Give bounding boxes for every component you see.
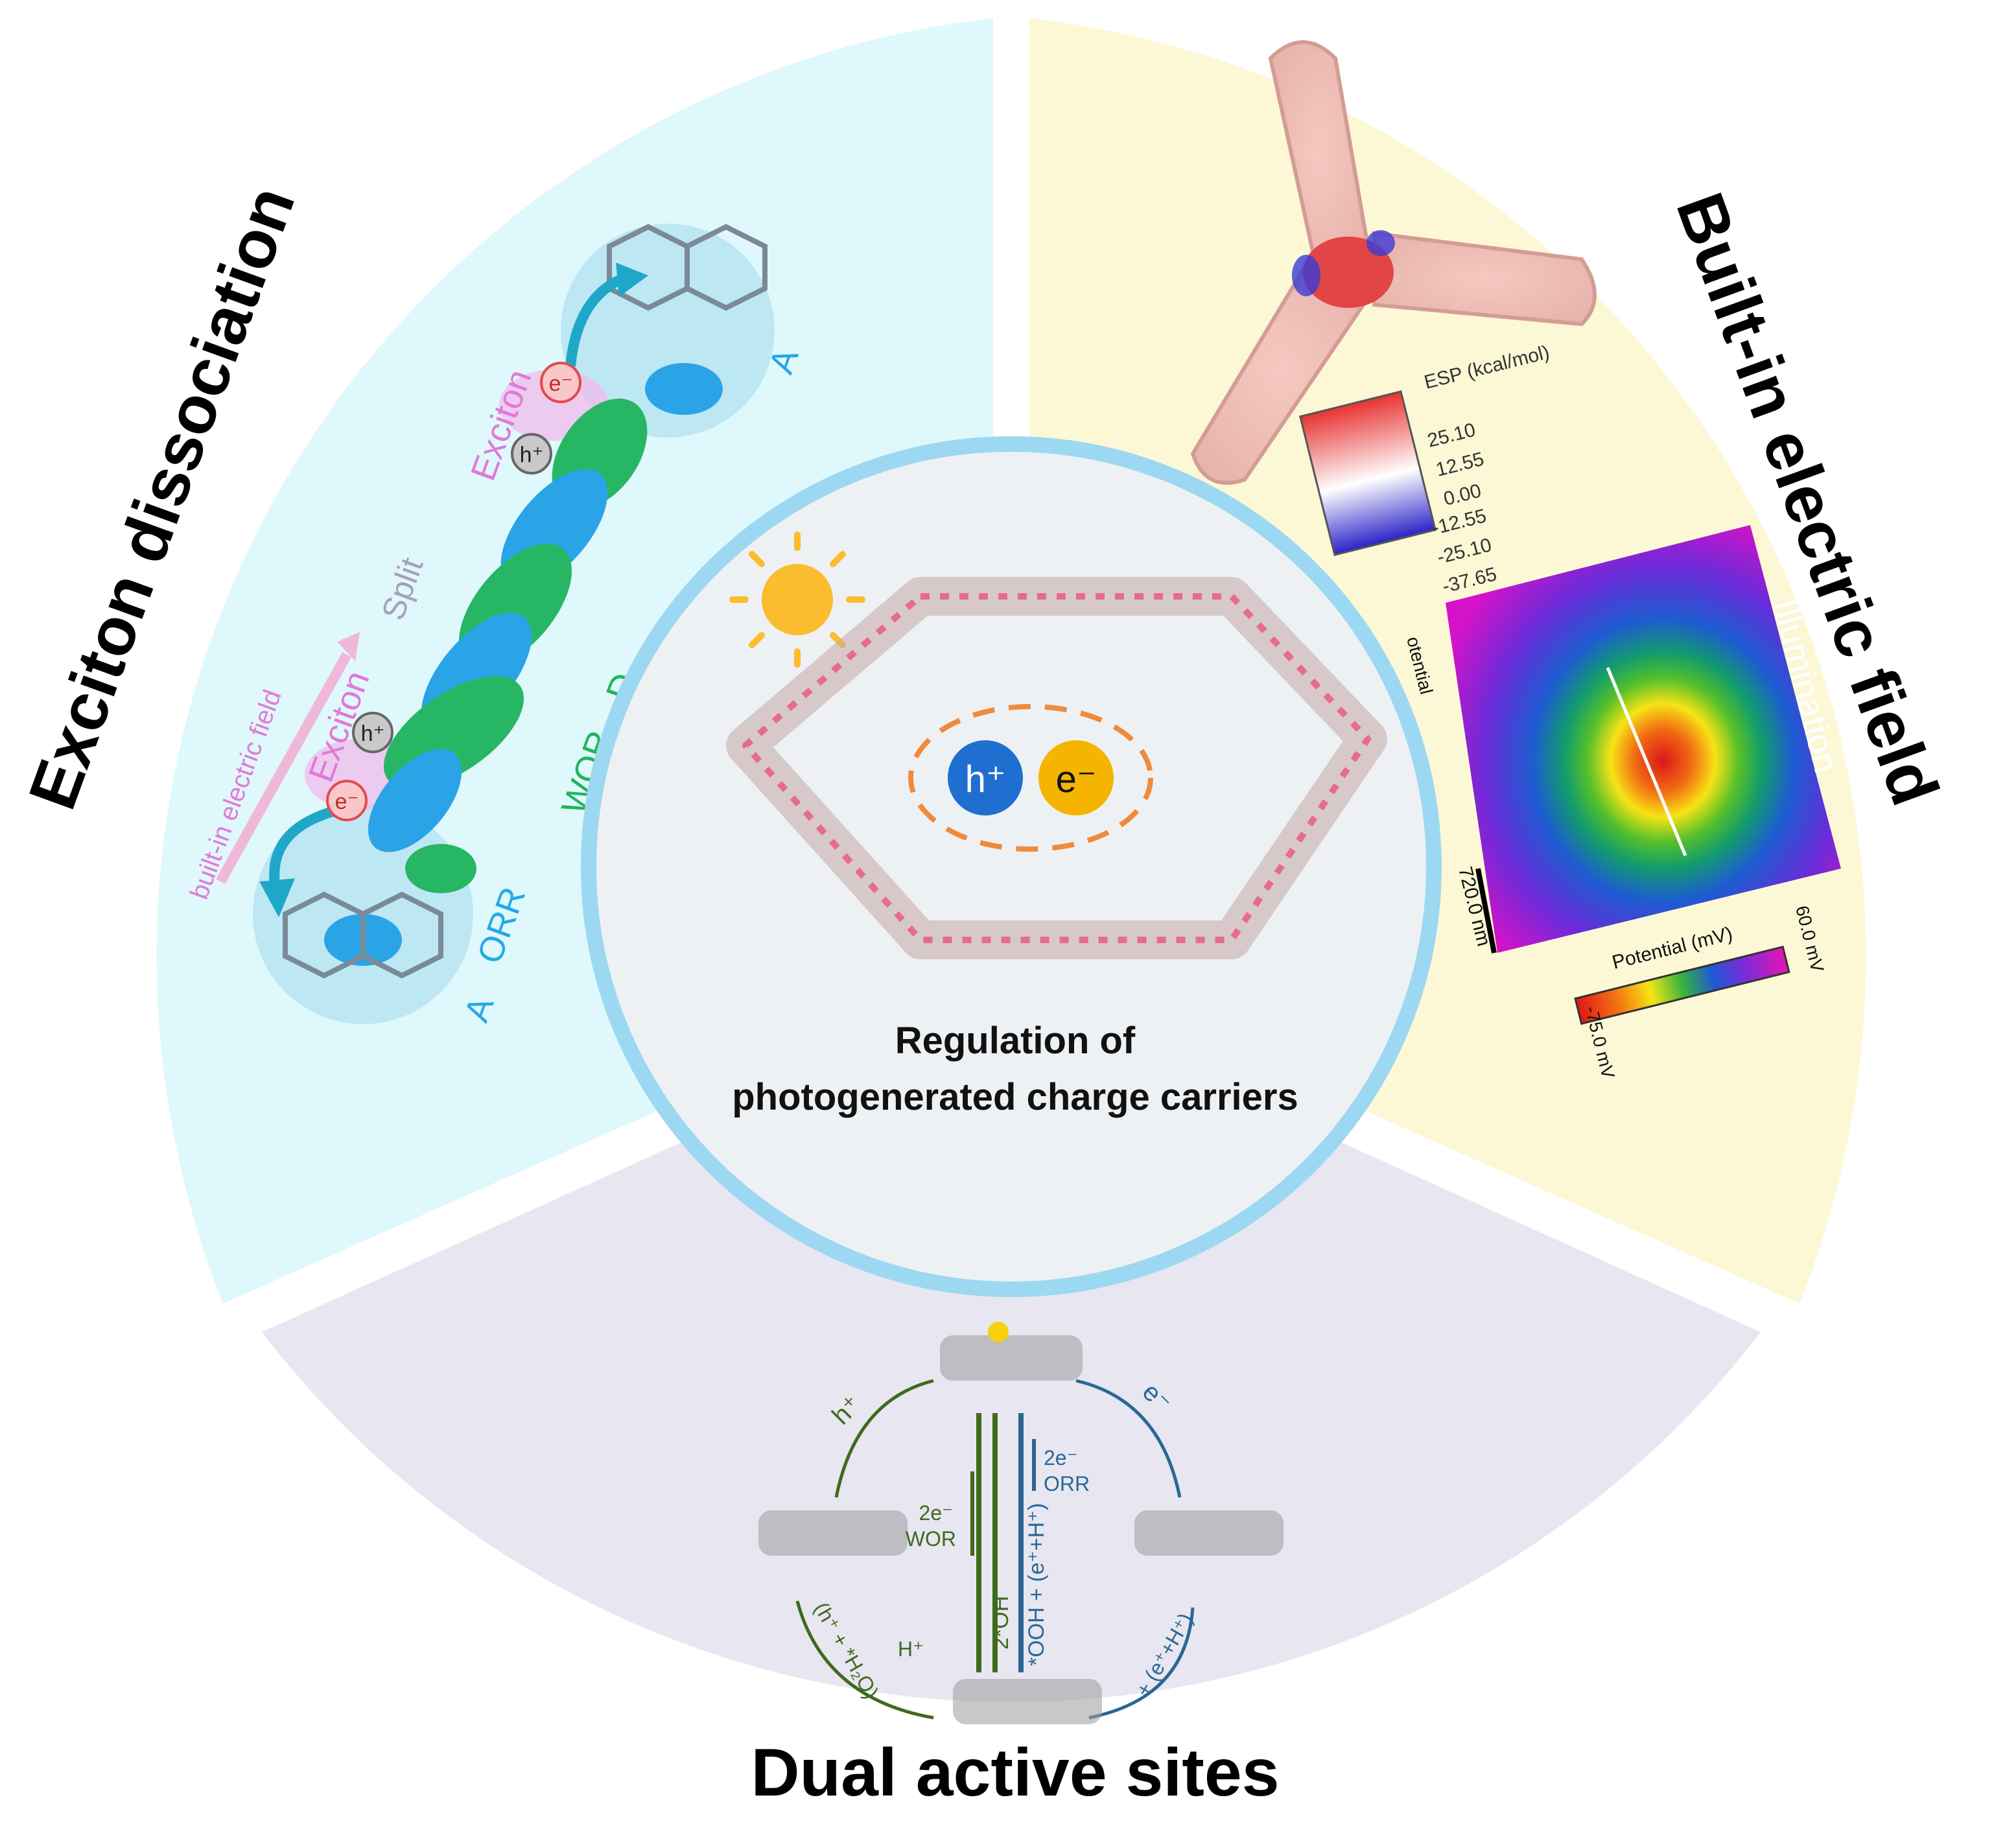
orbital-lobe-blue-3 <box>368 749 462 852</box>
cycle-arc-left-bottom <box>795 1600 934 1720</box>
esp-molecule-arm-top <box>1268 40 1370 269</box>
cof-framework <box>726 577 1387 959</box>
transfer-arrow-top <box>565 274 625 367</box>
builtin-field-arrow-head <box>337 632 360 661</box>
cycle-arc-left-top <box>834 1379 934 1498</box>
wor-cycle-label: WOR <box>906 1527 956 1551</box>
hole-label-top: h⁺ <box>520 443 544 467</box>
esp-molecule-negative-2 <box>1366 230 1395 256</box>
hplus-cycle-label: H⁺ <box>898 1637 924 1661</box>
hole-particle-bottom <box>352 712 393 753</box>
molecule-bottom <box>953 1679 1102 1724</box>
potential-colorbar <box>1574 945 1790 1025</box>
transfer-arrow-bottom-head <box>259 878 295 917</box>
cof-framework-inner <box>742 593 1371 943</box>
molecule-top <box>940 1335 1083 1381</box>
esp-molecule-arm-left <box>1190 256 1371 485</box>
esp-molecule <box>1190 40 1597 485</box>
small-sun-icon <box>988 1322 1009 1342</box>
kpfm-map <box>1446 525 1841 954</box>
dual-cycle <box>758 1322 1283 1724</box>
sun-icon-disc <box>762 564 833 635</box>
orr-2e-label: 2e⁻ <box>1044 1446 1077 1469</box>
center-ring <box>581 436 1442 1297</box>
orr-cycle-label: ORR <box>1044 1472 1090 1495</box>
esp-molecule-core <box>1303 237 1394 308</box>
sector-title-dual: Dual active sites <box>751 1735 1279 1810</box>
oh-label: 2*OH <box>989 1596 1013 1650</box>
kpfm-scale-bar <box>1475 868 1497 954</box>
carrier-dashed-ellipse <box>908 704 1153 852</box>
molecule-left <box>758 1510 908 1556</box>
sun-icon <box>729 532 865 668</box>
electron-ball-label: e⁻ <box>1056 758 1097 801</box>
center-caption-line1: Regulation of <box>895 1020 1136 1062</box>
transfer-arrow-top-head <box>616 263 648 297</box>
hole-ball <box>948 740 1023 815</box>
electron-label-top: e⁻ <box>549 371 573 396</box>
builtin-field-arrow <box>216 652 351 884</box>
esp-molecule-arm-right <box>1372 231 1597 327</box>
ooh-label: *OOH + (e⁺+H⁺) <box>1024 1503 1049 1666</box>
acceptor-ring-bottom <box>283 891 443 979</box>
transfer-arrow-bottom <box>269 805 339 889</box>
electron-particle-top <box>540 362 581 403</box>
orbital-lobe-green-bottom <box>405 844 476 893</box>
electron-ball <box>1038 740 1114 815</box>
center-caption-line2: photogenerated charge carriers <box>732 1076 1298 1118</box>
hole-label-bottom: h⁺ <box>361 721 385 746</box>
cycle-arc-right-bottom <box>1088 1607 1195 1720</box>
kpfm-map-image <box>1446 525 1841 953</box>
electron-label-bottom: e⁻ <box>335 790 359 814</box>
wor-2e-label: 2e⁻ <box>919 1501 953 1525</box>
hole-particle-top <box>511 433 552 474</box>
molecule-right <box>1134 1510 1283 1556</box>
kpfm-profile-line <box>1606 667 1687 856</box>
esp-colorbar <box>1298 390 1437 556</box>
electron-particle-bottom <box>326 780 368 821</box>
hole-ball-label: h⁺ <box>965 758 1006 801</box>
esp-molecule-negative-1 <box>1292 255 1320 296</box>
cycle-arc-right-top <box>1075 1379 1182 1498</box>
exciton-molecule-art <box>216 224 775 1024</box>
orbital-lobe-blue-top <box>645 363 723 415</box>
